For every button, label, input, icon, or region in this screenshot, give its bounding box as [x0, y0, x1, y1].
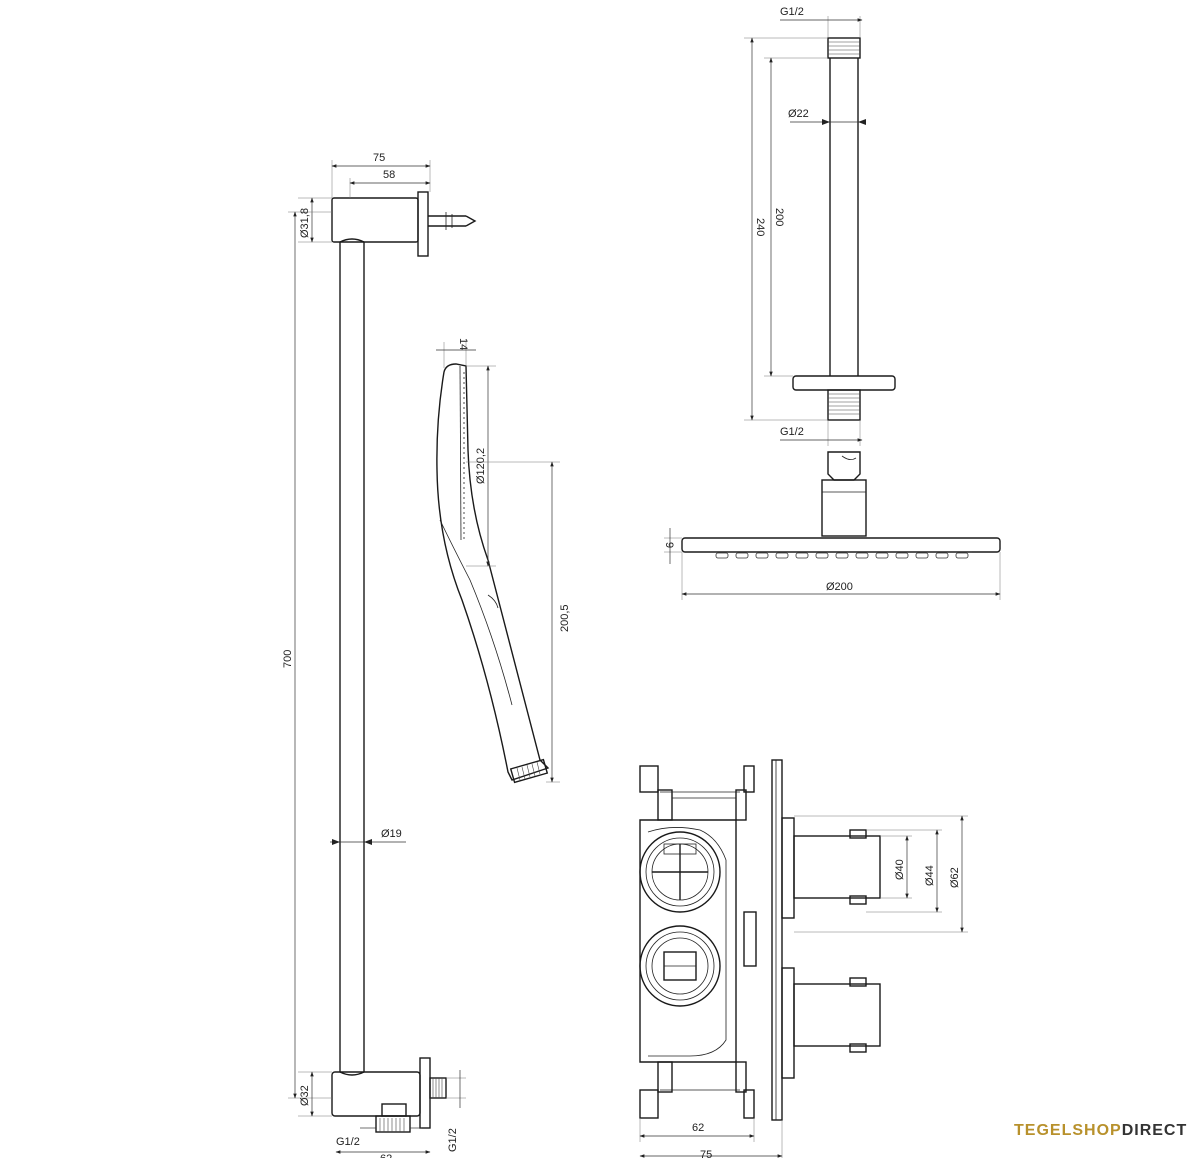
dim-valve-knob-dia2: Ø44: [924, 865, 936, 886]
hand-shower-drawing: 14 Ø120,2 200,5: [436, 338, 571, 784]
dim-arm-thread-top: G1/2: [780, 6, 804, 18]
brand-logo-part1: TEGELSHOP: [1014, 1122, 1122, 1139]
brand-logo: TEGELSHOPDIRECT: [1014, 1122, 1187, 1140]
dim-arm-dia: Ø22: [788, 108, 809, 120]
dim-bar-bottom-width: 62: [380, 1153, 392, 1158]
dim-bar-bottom-dia: Ø32: [299, 1085, 311, 1106]
dim-bar-outlet-bottom: G1/2: [336, 1136, 360, 1148]
dim-arm-length-total: 240: [754, 218, 766, 236]
dim-valve-knob-dia1: Ø40: [894, 859, 906, 880]
dim-arm-length-inner: 200: [773, 208, 785, 226]
spray-nozzles: [715, 552, 969, 559]
dim-hand-length: 200,5: [559, 604, 571, 632]
valve-body-drawing: Ø40 Ø44 Ø62 62 75: [639, 759, 968, 1158]
dim-bar-outlet-thread: G1/2: [447, 1128, 459, 1152]
dim-bar-length: 700: [282, 650, 294, 668]
dim-head-dia: Ø200: [826, 581, 853, 593]
dim-bar-tube-dia: Ø19: [381, 828, 402, 840]
brand-logo-part2: DIRECT: [1121, 1122, 1188, 1139]
dim-hand-head-dia: Ø120,2: [475, 448, 487, 484]
dim-bar-top-outer: 75: [373, 152, 385, 164]
dim-bar-top-inner: 58: [383, 169, 395, 181]
slide-bar-drawing: 75 58 Ø31,8 700 Ø19 Ø32 G1/2 G1/2 62: [282, 152, 477, 1158]
dim-valve-depth-inner: 62: [692, 1122, 704, 1134]
dim-valve-plate-dia: Ø62: [949, 867, 961, 888]
shower-arm-drawing: G1/2 Ø22 200 240 G1/2 9 Ø200: [663, 6, 1001, 600]
dim-arm-thread-bottom: G1/2: [780, 426, 804, 438]
dim-head-height: 9: [663, 542, 675, 548]
dim-hand-thickness: 14: [457, 338, 469, 350]
dim-bar-top-dia: Ø31,8: [299, 208, 311, 238]
dim-valve-depth-outer: 75: [700, 1149, 712, 1158]
